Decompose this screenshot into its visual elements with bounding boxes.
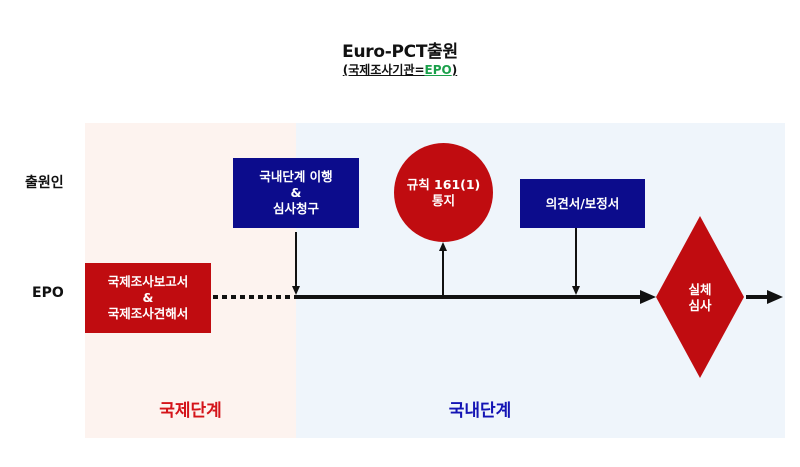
diagram-subtitle: (국제조사기관=EPO) xyxy=(0,61,800,78)
substantive-exam-line2: 심사 xyxy=(688,298,712,313)
national-entry-box: 국내단계 이행 & 심사청구 xyxy=(233,158,359,228)
substantive-exam-diamond xyxy=(656,216,744,378)
subtitle-prefix: (국제조사기관= xyxy=(342,63,425,77)
stage-label-international: 국제단계 xyxy=(159,401,222,421)
arrow-exit-icon xyxy=(767,290,783,304)
search-report-line3: 국제조사견해서 xyxy=(107,306,189,321)
arrow-up-icon xyxy=(439,242,447,251)
arrow-down-icon xyxy=(292,286,300,295)
diagram-title: Euro-PCT출원 xyxy=(342,42,458,62)
national-entry-line1: 국내단계 이행 xyxy=(259,169,333,184)
search-report-box: 국제조사보고서 & 국제조사견해서 xyxy=(85,263,211,333)
response-label: 의견서/보정서 xyxy=(545,195,620,211)
rule-161-circle: 규칙 161(1) 통지 xyxy=(394,143,493,242)
rule-161-line2: 통지 xyxy=(431,192,455,208)
row-label-epo: EPO xyxy=(32,285,64,301)
response-box: 의견서/보정서 xyxy=(520,179,645,228)
subtitle-suffix: ) xyxy=(451,63,458,77)
row-label-applicant: 출원인 xyxy=(25,175,64,191)
stage-label-national: 국내단계 xyxy=(448,401,512,421)
substantive-exam-label: 실체 심사 xyxy=(670,280,730,316)
national-entry-line2: & xyxy=(290,185,302,200)
search-report-line2: & xyxy=(142,290,154,305)
rule-161-line1: 규칙 161(1) xyxy=(406,176,481,192)
national-entry-line3: 심사청구 xyxy=(272,201,319,216)
arrow-to-exam-icon xyxy=(640,290,656,304)
subtitle-highlight: EPO xyxy=(424,63,452,77)
arrow-down-icon xyxy=(572,286,580,295)
search-report-line1: 국제조사보고서 xyxy=(107,274,189,289)
substantive-exam-line1: 실체 xyxy=(688,282,712,297)
